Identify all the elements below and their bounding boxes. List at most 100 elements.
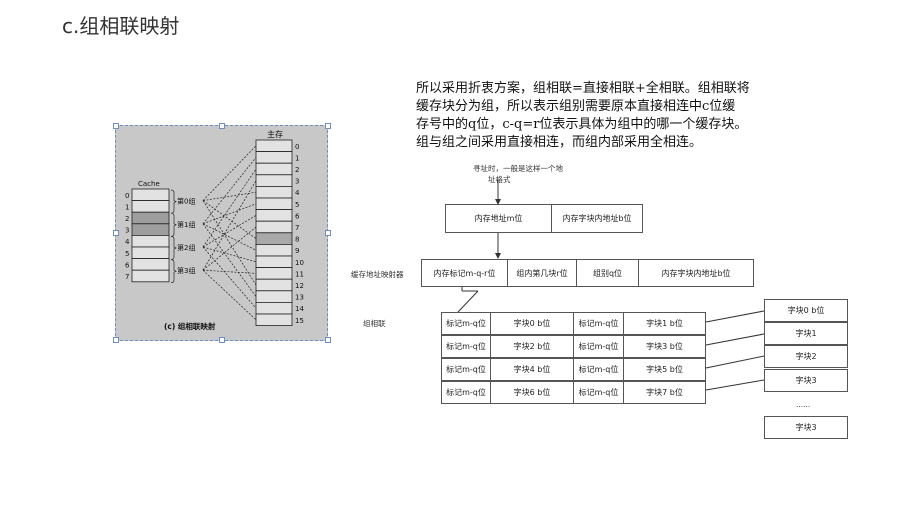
main-memory-index: 8 xyxy=(295,236,299,244)
ellipsis: ...... xyxy=(796,400,811,409)
cache-block xyxy=(131,223,170,236)
resize-handle[interactable] xyxy=(325,123,331,129)
resize-handle[interactable] xyxy=(113,337,119,343)
main-memory-block xyxy=(255,267,293,280)
main-memory-index: 7 xyxy=(295,224,299,232)
main-memory-index: 12 xyxy=(295,282,304,290)
explanation-paragraph: 所以采用折衷方案，组相联=直接相联+全相联。组相联将 缓存块分为组，所以表示组别… xyxy=(416,80,808,152)
main-memory-index: 4 xyxy=(295,189,300,197)
group-field: 组别q位 xyxy=(576,259,639,287)
memory-block: 字块3 xyxy=(764,369,848,392)
main-memory-block xyxy=(255,244,293,257)
mapper-label: 缓存地址映射器 xyxy=(351,270,404,279)
group-brace xyxy=(170,259,177,284)
main-memory-block xyxy=(255,255,293,269)
main-memory-block xyxy=(255,197,293,211)
mapping-line xyxy=(202,157,257,225)
group-label: 第0组 xyxy=(177,197,195,206)
tag-cell: 标记m-q位 xyxy=(441,358,491,381)
cache-block xyxy=(131,211,170,225)
main-memory-index: 3 xyxy=(295,178,299,186)
block-cell: 字块4 b位 xyxy=(490,358,574,381)
mapping-line xyxy=(202,200,257,239)
main-memory-index: 14 xyxy=(295,305,304,313)
cache-index: 0 xyxy=(125,192,129,200)
main-memory-block xyxy=(255,186,293,199)
main-memory-label: 主存 xyxy=(267,129,283,139)
main-memory-block xyxy=(255,174,293,187)
main-memory-block xyxy=(255,139,293,153)
main-memory-block xyxy=(255,232,293,245)
group-label: 第3组 xyxy=(177,266,195,275)
mapping-line xyxy=(202,223,257,297)
block-cell: 字块0 b位 xyxy=(490,312,574,335)
main-memory-index: 11 xyxy=(295,270,304,278)
main-memory-block xyxy=(255,220,293,234)
group-brace xyxy=(170,236,177,260)
tag-cell: 标记m-q位 xyxy=(441,312,491,335)
offset-field: 内存字块内地址b位 xyxy=(638,259,754,287)
resize-handle[interactable] xyxy=(325,337,331,343)
mapping-line xyxy=(202,269,257,274)
cache-index: 7 xyxy=(125,273,129,281)
main-memory-index: 13 xyxy=(295,294,304,302)
resize-handle[interactable] xyxy=(113,230,119,236)
page-title: c.组相联映射 xyxy=(62,14,180,38)
resize-handle[interactable] xyxy=(113,123,119,129)
group-brace xyxy=(170,212,177,237)
paragraph-line: 存号中的q位，c-q=r位表示具体为组中的哪一个缓存块。 xyxy=(416,117,748,132)
resize-handle[interactable] xyxy=(219,337,225,343)
mapping-line xyxy=(202,168,257,248)
address-note: 址格式 xyxy=(488,175,511,184)
main-memory-block xyxy=(255,209,293,222)
cache-block xyxy=(131,200,170,213)
address-note: 寻址时，一般是这样一个地 xyxy=(473,164,563,173)
mapping-line xyxy=(202,180,257,271)
group-brace xyxy=(170,189,177,214)
cache-block xyxy=(131,269,170,283)
mapping-line xyxy=(202,203,257,225)
paragraph-line: 组与组之间采用直接相连，而组内部采用全相连。 xyxy=(416,135,703,150)
main-memory-index: 6 xyxy=(295,212,300,220)
mapping-line xyxy=(202,246,257,263)
mapping-line xyxy=(202,200,257,286)
addr-memory-bits: 内存地址m位 xyxy=(445,204,552,233)
cache-label: Cache xyxy=(138,180,160,188)
block-in-group-field: 组内第几块r位 xyxy=(507,259,577,287)
assoc-label: 组相联 xyxy=(363,319,386,328)
mapping-line xyxy=(202,246,257,309)
block-last: 字块3 xyxy=(764,416,848,439)
cache-index: 5 xyxy=(125,250,129,258)
main-memory-block xyxy=(255,313,293,327)
block-cell: 字块6 b位 xyxy=(490,381,574,404)
cache-block xyxy=(131,258,170,271)
mapping-line xyxy=(202,145,257,201)
memory-block: 字块2 xyxy=(764,345,848,368)
memory-block: 字块1 xyxy=(764,322,848,345)
paragraph-line: 缓存块分为组，所以表示组别需要原本直接相连中c位缓 xyxy=(416,99,736,114)
mapping-lines xyxy=(202,145,257,321)
tag-cell: 标记m-q位 xyxy=(573,381,624,404)
paragraph-line: 所以采用折衷方案，组相联=直接相联+全相联。组相联将 xyxy=(416,81,750,96)
tag-cell: 标记m-q位 xyxy=(573,312,624,335)
resize-handle[interactable] xyxy=(219,123,225,129)
tag-cell: 标记m-q位 xyxy=(441,381,491,404)
main-memory-block xyxy=(255,151,293,164)
cache-index: 3 xyxy=(125,227,129,235)
addr-block-offset: 内存字块内地址b位 xyxy=(551,204,643,233)
group-label: 第1组 xyxy=(177,220,195,229)
block-cell: 字块7 b位 xyxy=(623,381,706,404)
resize-handle[interactable] xyxy=(325,230,331,236)
figure-drawing: 主存 Cache (c) 组相联映射 012345678910111213141… xyxy=(125,129,304,331)
main-memory-index: 0 xyxy=(295,143,299,151)
main-memory-block xyxy=(255,162,293,176)
cache-index: 6 xyxy=(125,261,130,269)
main-memory-block xyxy=(255,278,293,292)
tag-cell: 标记m-q位 xyxy=(441,335,491,358)
mapping-line xyxy=(202,191,257,201)
cache-index: 2 xyxy=(125,215,129,223)
cache-index: 4 xyxy=(125,238,130,246)
main-memory-index: 1 xyxy=(295,154,299,162)
